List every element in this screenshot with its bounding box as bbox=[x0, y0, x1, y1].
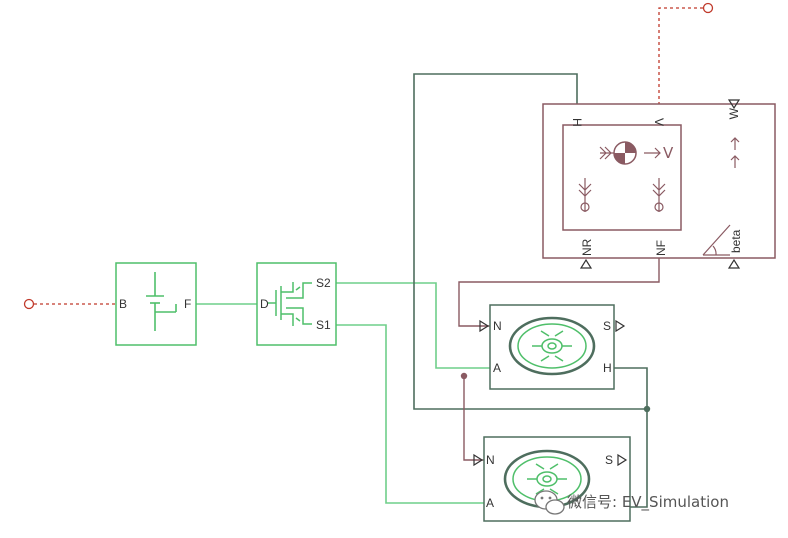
motor-bottom-port-s-arrow bbox=[617, 453, 628, 467]
watermark: 微信号: EV_Simulation bbox=[534, 490, 729, 515]
vehicle-v-out-glyph: V bbox=[663, 144, 674, 162]
electrical-wires bbox=[196, 282, 490, 504]
watermark-text: 微信号: EV_Simulation bbox=[567, 493, 729, 512]
vehicle-port-v-label: V bbox=[652, 118, 666, 126]
vehicle-mass-icon bbox=[613, 141, 637, 165]
battery-port-b-label: B bbox=[119, 297, 127, 311]
wire-s2-motor-top bbox=[336, 282, 490, 369]
vehicle-port-w-label: W bbox=[727, 107, 741, 119]
battery-frame bbox=[115, 262, 197, 346]
motor-bottom-port-s-label: S bbox=[605, 453, 613, 467]
battery-icon bbox=[146, 272, 177, 331]
wheel-icon bbox=[508, 316, 596, 376]
wire-nf-motor-bottom bbox=[463, 376, 484, 461]
transistor-icon bbox=[268, 282, 312, 326]
incline-icon bbox=[702, 224, 731, 256]
vehicle-port-nr-arrow bbox=[579, 258, 593, 269]
junction-nf bbox=[460, 372, 468, 380]
motor-bottom-port-n-label: N bbox=[486, 453, 495, 467]
vehicle-port-nf-label: NF bbox=[654, 240, 668, 256]
switch-port-d-label: D bbox=[260, 297, 269, 311]
velocity-signal-terminal[interactable] bbox=[702, 2, 714, 14]
wire-motor-top-h bbox=[614, 367, 648, 508]
up-arrows-icon bbox=[730, 137, 740, 168]
motor-top-port-n-arrow bbox=[479, 319, 490, 333]
vehicle-port-beta-arrow bbox=[727, 258, 741, 269]
switch-port-s2-label: S2 bbox=[316, 276, 331, 290]
switch-block[interactable]: D S2 S1 bbox=[256, 262, 337, 346]
switch-frame bbox=[256, 262, 337, 346]
motor-top-port-s-label: S bbox=[603, 319, 611, 333]
velocity-signal-line bbox=[658, 7, 703, 104]
vehicle-port-nr-label: NR bbox=[580, 238, 594, 256]
motor-top-port-a-label: A bbox=[493, 361, 501, 375]
vehicle-inner-frame bbox=[562, 124, 682, 231]
battery-signal-terminal[interactable] bbox=[23, 298, 35, 310]
wire-nf-motor-top bbox=[458, 258, 660, 327]
force-arrows-icon bbox=[578, 146, 666, 212]
junction-h bbox=[643, 405, 651, 413]
vehicle-port-beta-label: beta bbox=[729, 229, 743, 253]
wechat-icon bbox=[534, 490, 565, 515]
vehicle-port-w-arrow bbox=[727, 99, 741, 110]
signal-lines bbox=[23, 2, 714, 310]
wire-vehicle-h-loop bbox=[413, 73, 647, 410]
vehicle-block[interactable]: V H V W NR NF beta bbox=[542, 99, 776, 269]
normal-force-wires bbox=[458, 258, 660, 461]
motor-top-port-h-label: H bbox=[603, 361, 612, 375]
vehicle-port-h-label: H bbox=[570, 118, 584, 127]
motor-bottom-port-a-label: A bbox=[486, 496, 494, 510]
motor-top-block[interactable]: N S A H bbox=[479, 304, 626, 390]
battery-block[interactable]: B F bbox=[115, 262, 197, 346]
battery-port-f-label: F bbox=[184, 297, 191, 311]
switch-port-s1-label: S1 bbox=[316, 318, 331, 332]
wire-s1-motor-bottom bbox=[336, 324, 484, 504]
motor-top-port-n-label: N bbox=[493, 319, 502, 333]
motor-top-port-s-arrow bbox=[615, 319, 626, 333]
motor-bottom-port-n-arrow bbox=[473, 453, 484, 467]
